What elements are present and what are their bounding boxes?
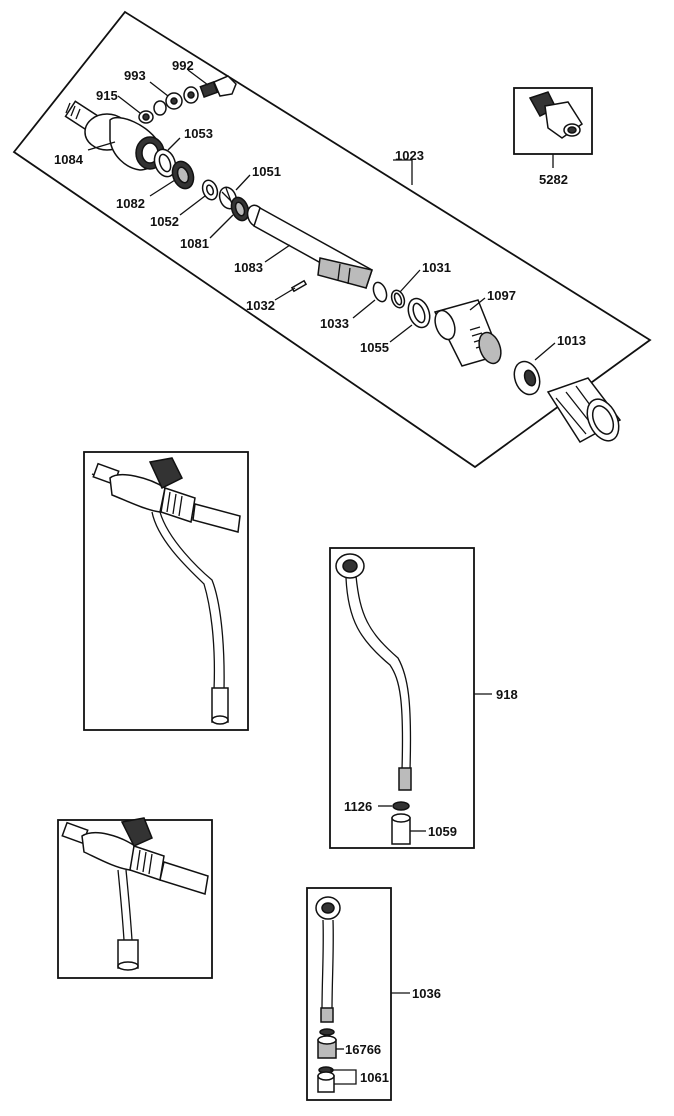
leader-1061 [330, 1069, 357, 1085]
main-assembly-frame [12, 10, 652, 469]
nut-16766[interactable] [317, 1035, 337, 1059]
label-1032: 1032 [246, 298, 275, 313]
label-915: 915 [96, 88, 118, 103]
valve-assembly-view-2[interactable] [61, 817, 209, 971]
bonnet-1097[interactable] [431, 299, 504, 367]
stem-1083[interactable] [245, 203, 373, 290]
washer-993[interactable] [153, 92, 183, 116]
washer-1052[interactable] [200, 178, 220, 202]
rod-1036[interactable] [315, 896, 341, 1036]
part-1081[interactable] [228, 195, 251, 223]
leader-lines [87, 69, 556, 361]
label-1053: 1053 [184, 126, 213, 141]
label-1126: 1126 [344, 799, 372, 814]
label-1036: 1036 [412, 986, 441, 1001]
nut-1082[interactable] [169, 158, 197, 191]
bolt-992[interactable] [183, 75, 237, 104]
fitting-5282[interactable] [528, 91, 584, 139]
label-1051: 1051 [252, 164, 281, 179]
nut-1059[interactable] [391, 813, 411, 845]
label-1061: 1061 [360, 1070, 389, 1085]
label-1055: 1055 [360, 340, 389, 355]
label-1033: 1033 [320, 316, 349, 331]
washer-1055[interactable] [404, 295, 433, 330]
label-992: 992 [172, 58, 194, 73]
handle-knob[interactable] [546, 377, 625, 446]
label-1059: 1059 [428, 824, 457, 839]
label-993: 993 [124, 68, 146, 83]
label-1052: 1052 [150, 214, 179, 229]
label-1031: 1031 [422, 260, 451, 275]
label-16766: 16766 [345, 1042, 381, 1057]
valve-assembly-view-1[interactable] [91, 457, 241, 725]
rod-918[interactable] [335, 553, 412, 791]
o-ring-1033[interactable] [371, 281, 389, 304]
label-1081: 1081 [180, 236, 209, 251]
label-1083: 1083 [234, 260, 263, 275]
ring-1053[interactable] [151, 146, 179, 179]
label-5282: 5282 [539, 172, 568, 187]
label-1097: 1097 [487, 288, 516, 303]
o-ring-1031[interactable] [389, 288, 406, 309]
label-1082: 1082 [116, 196, 145, 211]
o-ring-1126[interactable] [392, 801, 410, 811]
part-915[interactable] [138, 110, 154, 124]
label-1084: 1084 [54, 152, 84, 167]
pin-1032[interactable] [290, 279, 308, 293]
label-1013: 1013 [557, 333, 586, 348]
label-1023: 1023 [395, 148, 424, 163]
ferrule-1061[interactable] [317, 1066, 335, 1093]
rod-1036-frame [306, 887, 392, 1101]
assembly-view-1-frame [83, 451, 249, 731]
label-918: 918 [496, 687, 518, 702]
rod-918-frame [329, 547, 475, 849]
part-1013[interactable] [510, 358, 544, 398]
